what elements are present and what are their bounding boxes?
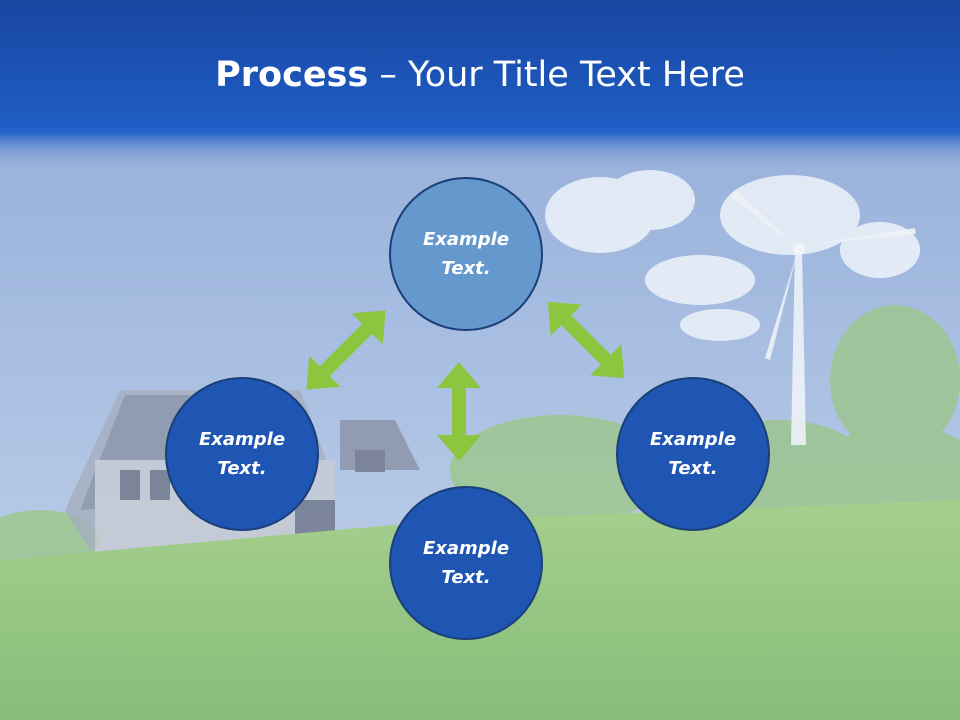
node-right-line1: Example [649,429,737,450]
node-bottom-line2: Text. [441,567,491,588]
title-rest: – Your Title Text Here [368,55,745,95]
wind-turbine [730,190,916,445]
node-left-line2: Text. [217,458,267,479]
node-bottom-line1: Example [422,538,510,559]
arrow-vertical [437,362,481,461]
node-right-line2: Text. [668,458,718,479]
title-bold: Process [215,55,369,95]
node-left-line1: Example [198,429,286,450]
trees [0,305,960,570]
node-top-line2: Text. [441,258,491,279]
arrow-left-diagonal [306,310,386,390]
arrow-right-diagonal [547,301,625,379]
node-top-line1: Example [422,229,510,250]
clouds [545,170,920,341]
slide-title: Process – Your Title Text Here [0,52,960,98]
